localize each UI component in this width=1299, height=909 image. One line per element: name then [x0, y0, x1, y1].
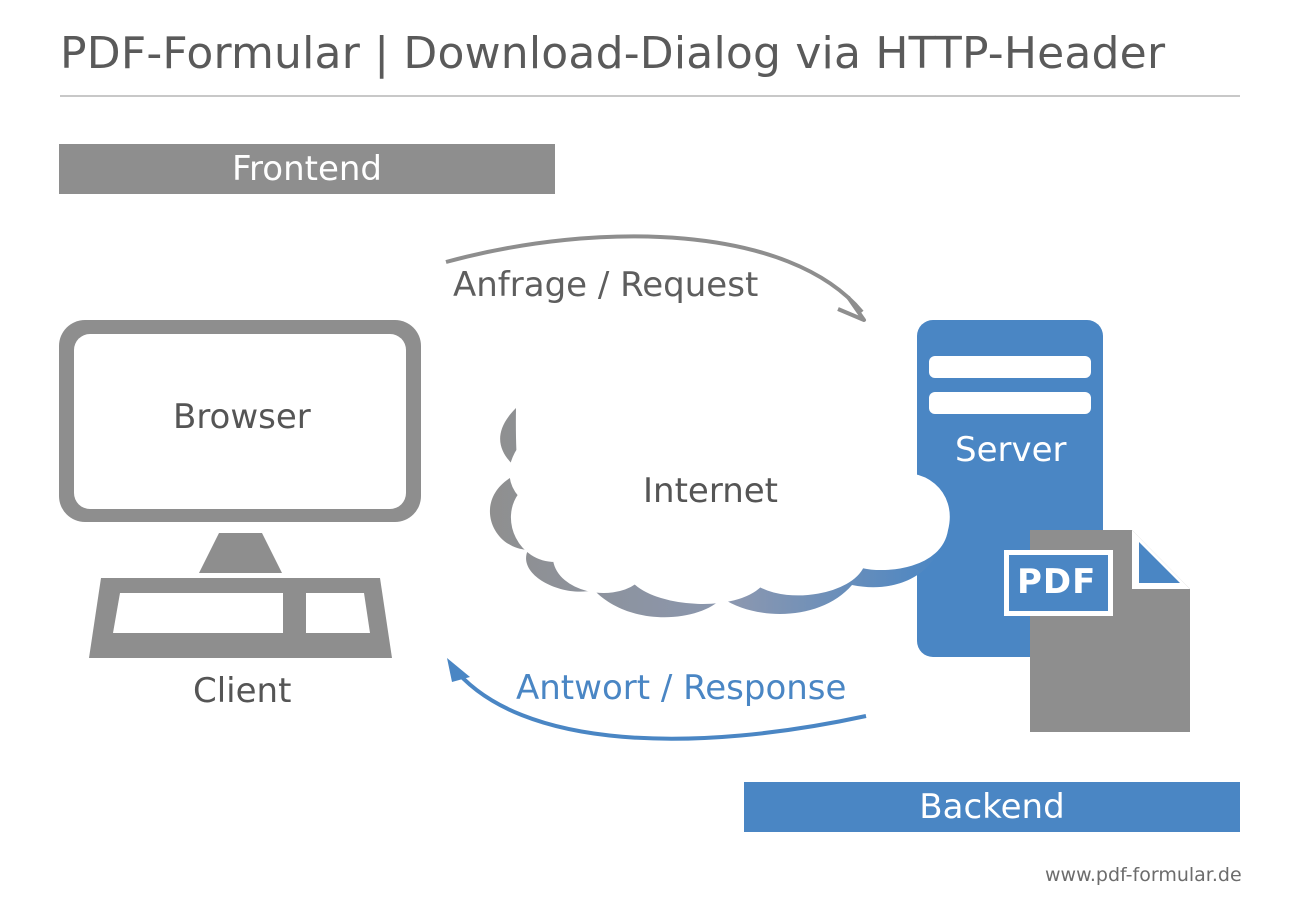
internet-label: Internet — [643, 471, 779, 511]
response-label: Antwort / Response — [516, 668, 847, 708]
keyboard-icon — [89, 578, 392, 658]
frontend-label: Frontend — [231, 149, 383, 189]
pdf-label: PDF — [1017, 562, 1097, 602]
request-arrow-icon — [445, 234, 866, 322]
backend-band: Backend — [744, 782, 1240, 832]
server-label: Server — [955, 430, 1067, 470]
page-title: PDF-Formular | Download-Dialog via HTTP-… — [60, 28, 1166, 79]
cloud-icon — [509, 389, 950, 604]
frontend-band: Frontend — [59, 144, 555, 194]
monitor-icon — [59, 320, 421, 573]
browser-label: Browser — [173, 397, 311, 437]
title-divider — [60, 95, 1240, 97]
backend-label: Backend — [919, 787, 1065, 827]
client-label: Client — [193, 671, 292, 711]
pdf-document-icon — [1004, 530, 1190, 732]
footer-url: www.pdf-formular.de — [1045, 864, 1242, 886]
response-arrow-icon — [447, 658, 867, 741]
request-label: Anfrage / Request — [453, 265, 759, 305]
